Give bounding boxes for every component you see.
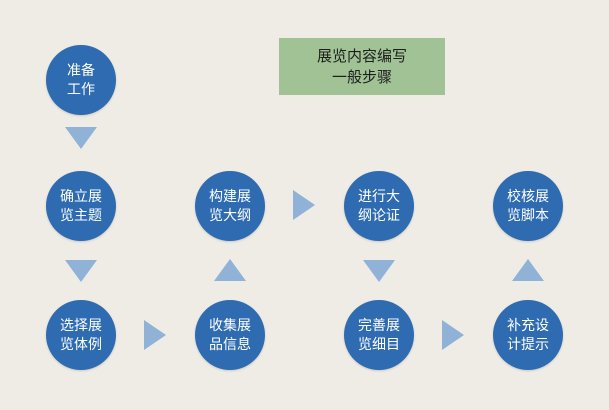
step-label-line1: 补充设 xyxy=(507,317,549,334)
step-review-node: 进行大 纲论证 xyxy=(344,171,414,241)
step-label-line1: 收集展 xyxy=(209,317,251,334)
step-refine-node: 完善展 览细目 xyxy=(344,300,414,370)
step-label-line1: 准备 xyxy=(67,62,95,79)
arrow-right-3 xyxy=(442,320,464,350)
arrow-down-3 xyxy=(363,260,395,282)
step-theme-node: 确立展 览主题 xyxy=(46,171,116,241)
step-label-line2: 纲论证 xyxy=(358,207,400,224)
step-label-line2: 工作 xyxy=(67,81,95,98)
step-label-line2: 览主题 xyxy=(60,207,102,224)
step-collect-node: 收集展 品信息 xyxy=(195,300,265,370)
step-label-line1: 完善展 xyxy=(358,317,400,334)
diagram-title-line1: 展览内容编写 xyxy=(316,46,407,65)
step-label-line1: 校核展 xyxy=(507,188,549,205)
step-label-line2: 览细目 xyxy=(358,336,400,353)
step-label-line2: 计提示 xyxy=(507,336,549,353)
step-label-line1: 选择展 xyxy=(60,317,102,334)
step-verify-node: 校核展 览脚本 xyxy=(493,171,563,241)
step-label-line2: 品信息 xyxy=(209,336,251,353)
step-label-line2: 览体例 xyxy=(60,336,102,353)
step-label-line1: 进行大 xyxy=(358,188,400,205)
arrow-down-1 xyxy=(65,127,97,149)
step-label-line2: 览大纲 xyxy=(209,207,251,224)
arrow-up-2 xyxy=(512,259,544,281)
diagram-title-line2: 一般步骤 xyxy=(331,67,392,86)
step-label-line2: 览脚本 xyxy=(507,207,549,224)
arrow-right-2 xyxy=(293,190,315,220)
step-supplement-node: 补充设 计提示 xyxy=(493,300,563,370)
arrow-down-2 xyxy=(65,260,97,282)
step-label-line1: 构建展 xyxy=(209,188,251,205)
arrow-right-1 xyxy=(144,320,166,350)
arrow-up-1 xyxy=(214,259,246,281)
step-prepare-node: 准备 工作 xyxy=(46,45,116,115)
step-style-node: 选择展 览体例 xyxy=(46,300,116,370)
step-label-line1: 确立展 xyxy=(60,188,102,205)
step-outline-node: 构建展 览大纲 xyxy=(195,171,265,241)
diagram-title-box: 展览内容编写 一般步骤 xyxy=(279,38,445,95)
